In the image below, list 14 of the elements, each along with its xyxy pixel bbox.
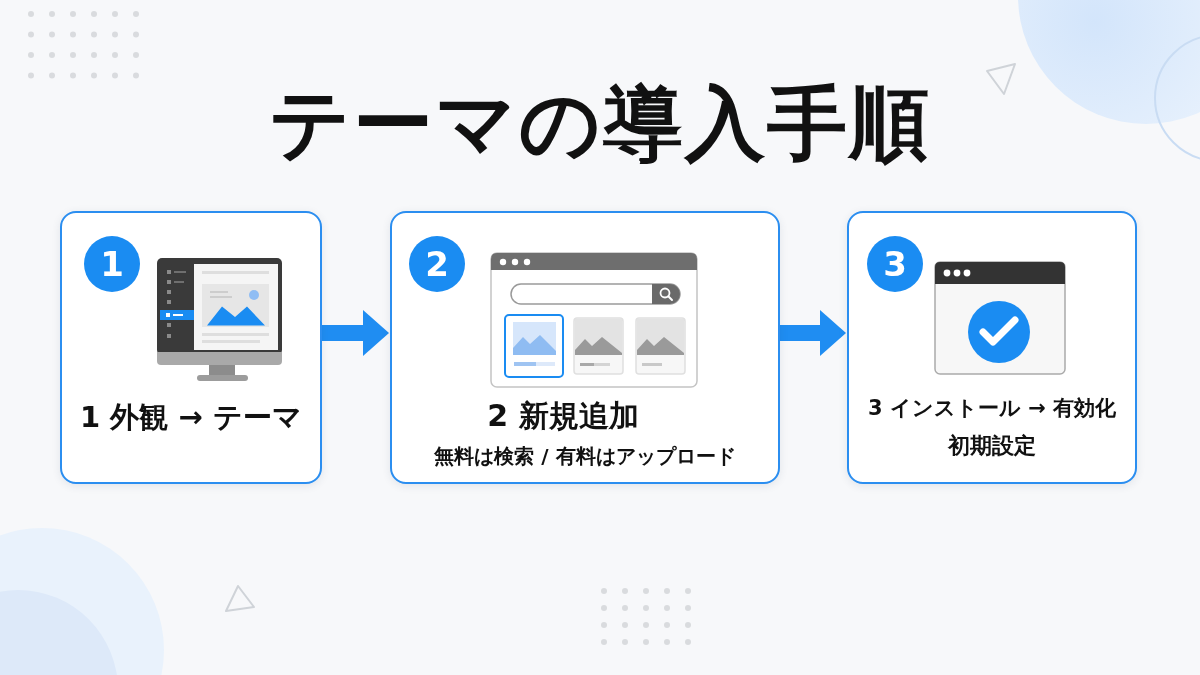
step-label: 初期設定 (948, 432, 1036, 460)
step-label: 3 インストール → 有効化 (867, 395, 1117, 422)
arrow (322, 310, 389, 356)
arrow (780, 310, 846, 356)
title: テーマの導入手順 (269, 80, 931, 168)
step-label: 2 新規追加 (487, 397, 639, 435)
step-card (390, 211, 780, 484)
step-number: 1 (84, 236, 140, 292)
step-note: 無料は検索 / 有料はアップロード (434, 444, 736, 469)
step-card (847, 211, 1137, 484)
step-card (60, 211, 322, 484)
step-number: 2 (409, 236, 465, 292)
step-label: 1 外観 → テーマ (80, 399, 302, 436)
step-number: 3 (867, 236, 923, 292)
